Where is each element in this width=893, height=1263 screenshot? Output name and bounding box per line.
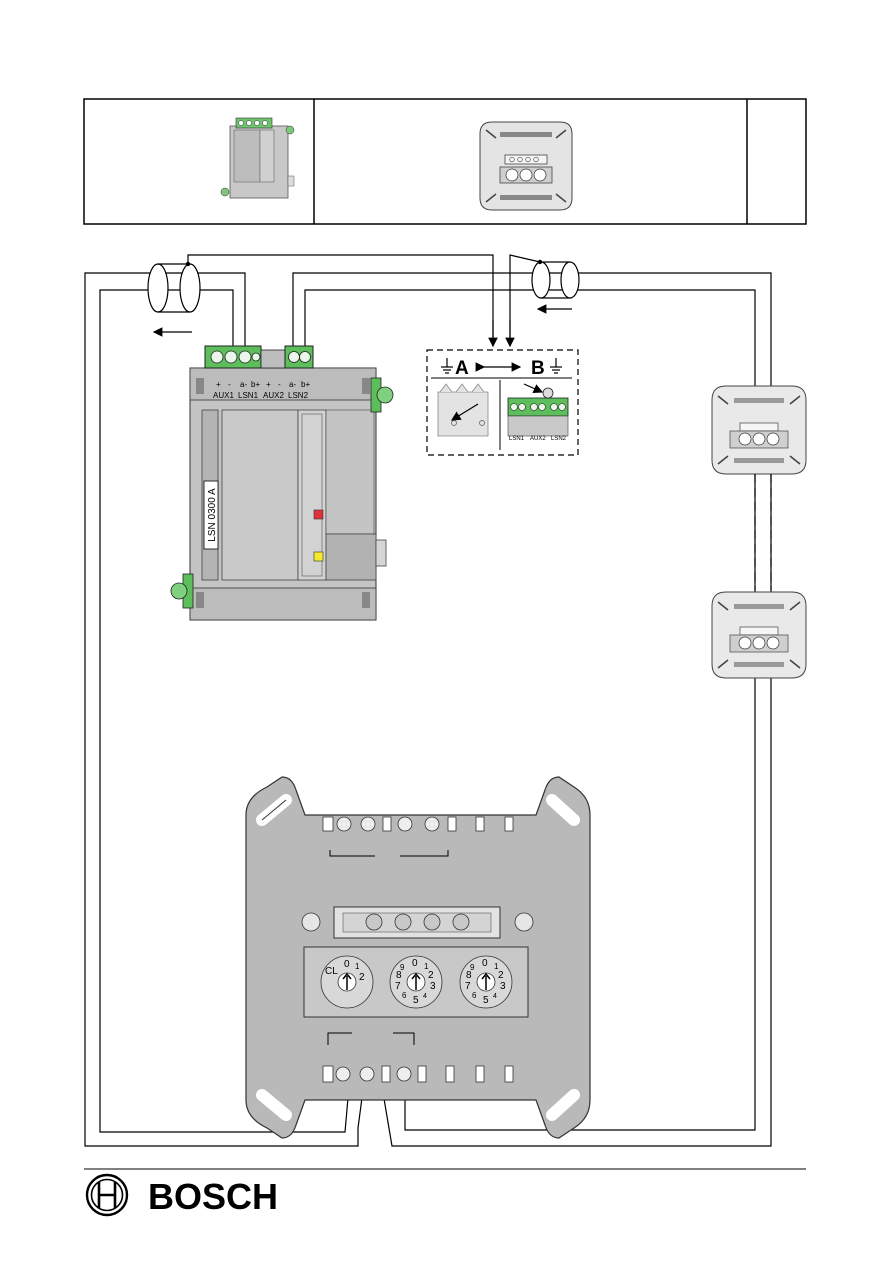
rotary-right-digit-6: 6 [472,991,477,1000]
rotary-mid-digit-2: 2 [428,970,434,981]
aux1-label: AUX1 [213,391,234,400]
rotary-right-digit-2: 2 [498,970,504,981]
rotary-switch-right: 9 0 1 2 3 4 5 6 7 8 [459,955,513,1009]
option-a-label: A [455,358,469,379]
rotary-right-digit-7: 7 [465,981,471,992]
lsn2-label: LSN2 [288,391,309,400]
bosch-logo: BOSCH [85,1173,278,1217]
lsn1-a-label: a- [240,380,247,389]
rotary-mid-digit-9: 9 [400,963,405,972]
option-b-label: B [531,358,545,379]
bosch-armature-icon [85,1173,129,1217]
wiring-loop [84,254,772,1147]
detail-aux2-label: AUX2 [530,436,546,442]
rotary-left-digit-1: 1 [355,962,360,971]
rotary-right-digit-3: 3 [500,981,506,992]
cable-shield-right [531,259,580,314]
rotary-mid-digit-4: 4 [423,993,427,1000]
rotary-switch-mid: 9 0 1 2 3 4 5 6 7 8 [389,955,443,1009]
lsn1-b-label: b+ [251,380,260,389]
rotary-right-digit-8: 8 [466,970,472,981]
detail-lsn2-label: LSN2 [551,436,567,442]
rotary-left-cl-label: CL [325,966,338,977]
aux2-plus-label: + [266,380,271,389]
mounting-screw-top-right [370,377,394,413]
rotary-mid-digit-5: 5 [413,995,419,1006]
lsn-device-2 [711,591,807,679]
rotary-right-digit-4: 4 [493,993,497,1000]
aux1-plus-label: + [216,380,221,389]
yellow-led [313,551,324,562]
rotary-mid-digit-8: 8 [396,970,402,981]
cable-shield-left [147,261,201,337]
mounting-screw-bottom-left [170,573,194,609]
rotary-right-digit-5: 5 [483,995,489,1006]
rotary-left-digit-0: 0 [344,959,350,970]
lsn1-label: LSN1 [238,391,259,400]
aux2-minus-label: - [278,380,281,389]
rotary-mid-digit-3: 3 [430,981,436,992]
aux2-label: AUX2 [263,391,284,400]
rotary-right-digit-1: 1 [494,962,499,971]
rotary-right-digit-0: 0 [482,958,488,969]
terminal-block-left [204,345,262,369]
header-box [83,98,807,225]
board-top-terminals [322,816,514,857]
address-board: CL 0 1 2 9 0 1 2 3 4 5 6 7 8 9 0 1 2 [245,776,591,1139]
rotary-switch-left: CL 0 1 2 [320,955,374,1009]
detail-lsn1-label: LSN1 [509,436,525,442]
header-board-thumbnail [479,121,573,211]
red-led [313,509,324,520]
rotary-mid-digit-1: 1 [424,962,429,971]
rotary-left-digit-2: 2 [359,972,365,983]
module-side-label: LSN 0300 A [207,488,218,542]
lsn2-a-label: a- [289,380,296,389]
bosch-wordmark: BOSCH [148,1176,278,1217]
lsn2-b-label: b+ [301,380,310,389]
device-link-dashed [754,474,772,590]
aux1-minus-label: - [228,380,231,389]
rotary-mid-digit-0: 0 [412,958,418,969]
grounding-detail: A B LSN1 AUX2 LSN2 [426,349,579,456]
controller-module: LSN 0300 A + - a- b+ + - a- b+ AUX1 LSN1… [170,345,394,621]
header-controller-thumbnail [220,117,295,199]
terminal-block-right [284,345,314,369]
rotary-mid-digit-7: 7 [395,981,401,992]
rotary-mid-digit-6: 6 [402,991,407,1000]
rotary-right-digit-9: 9 [470,963,475,972]
lsn-device-1 [711,385,807,475]
board-bottom-terminals [322,1065,514,1083]
